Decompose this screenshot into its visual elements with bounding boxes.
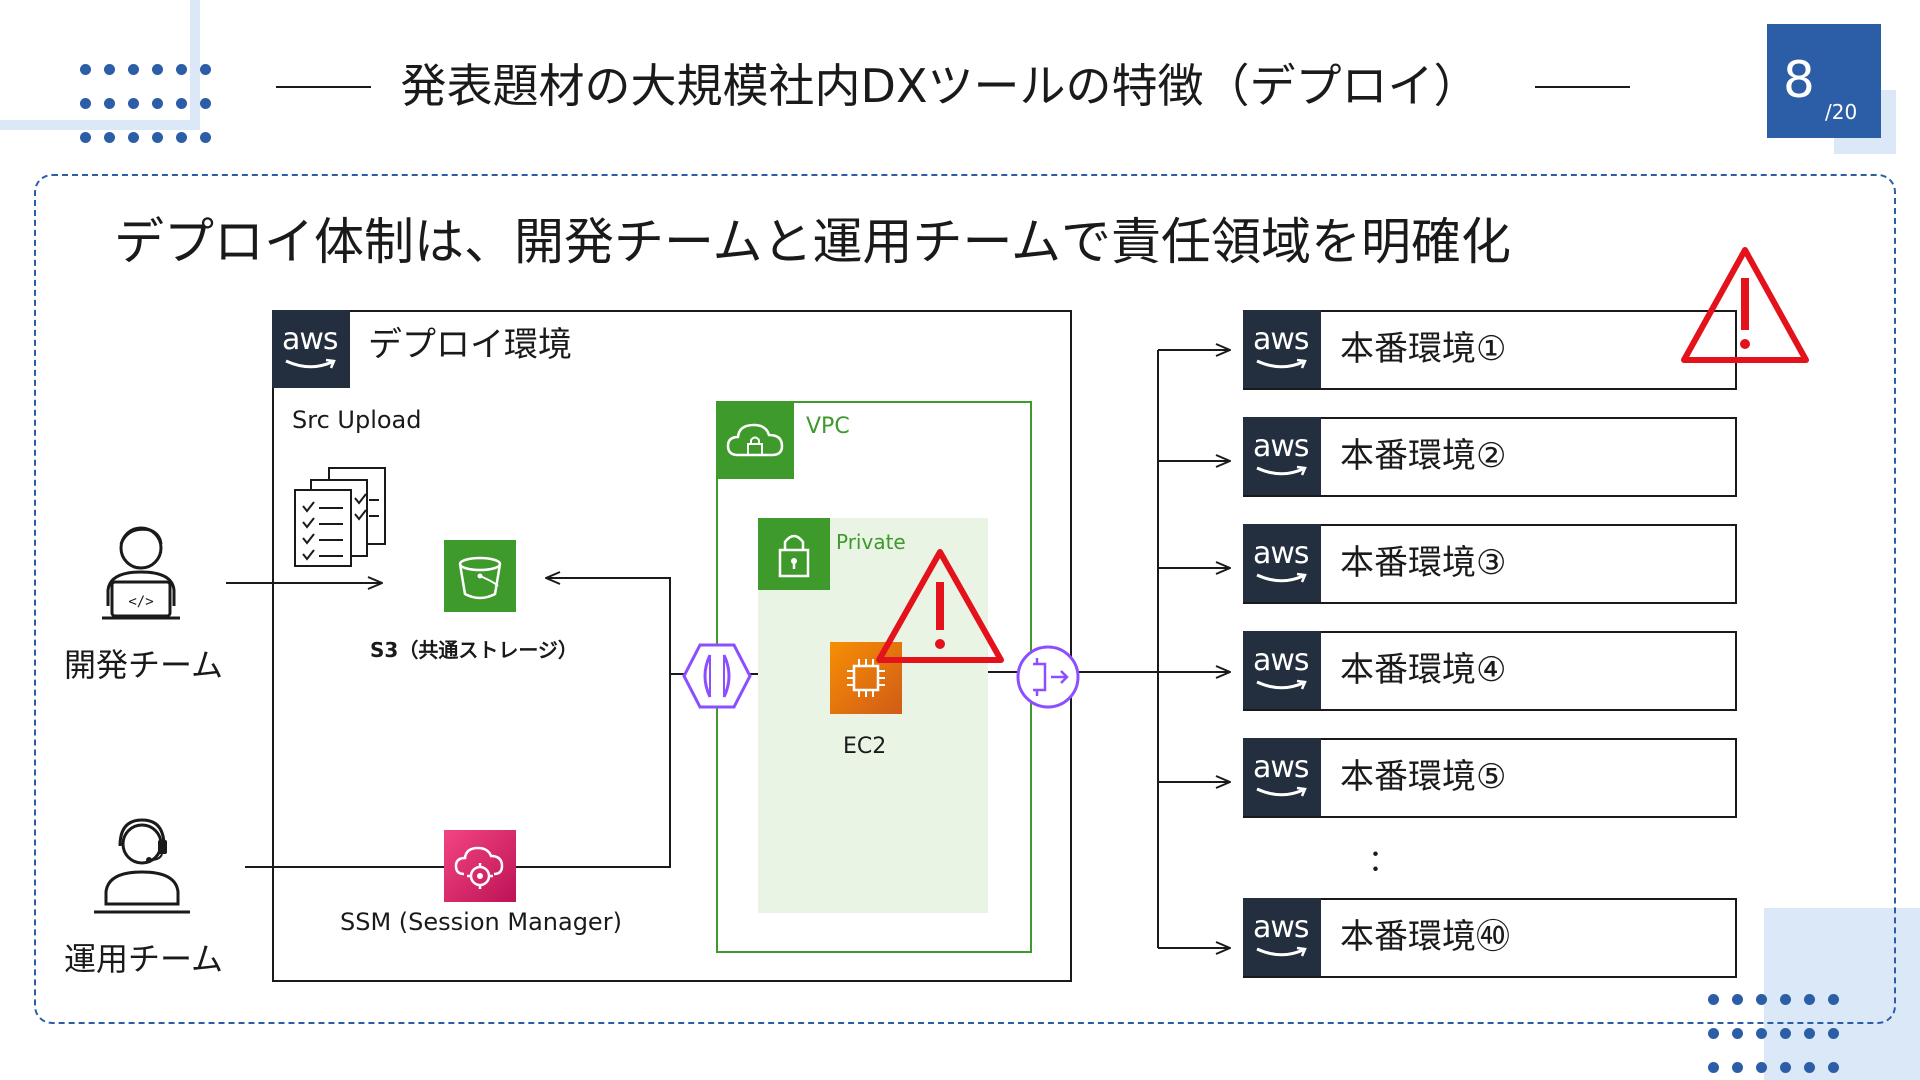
ssm-label: SSM (Session Manager) bbox=[340, 908, 622, 936]
deploy-environment-group bbox=[272, 310, 1072, 982]
ellipsis: ： bbox=[1368, 844, 1398, 879]
production-env-label: 本番環境㊵ bbox=[1340, 917, 1510, 957]
warning-icon-ec2 bbox=[876, 549, 1004, 663]
production-env-label: 本番環境③ bbox=[1340, 543, 1507, 583]
production-env-label: 本番環境④ bbox=[1340, 650, 1507, 690]
aws-logo: aws bbox=[1243, 310, 1321, 388]
ssm-icon bbox=[444, 830, 516, 902]
aws-smile-icon bbox=[285, 358, 336, 369]
production-env-5: aws 本番環境⑤ bbox=[1243, 738, 1737, 818]
ops-team-label: 運用チーム bbox=[64, 940, 224, 978]
developer-icon: </> bbox=[102, 526, 180, 620]
nat-gateway-icon bbox=[1016, 645, 1080, 709]
aws-logo: aws bbox=[1243, 417, 1321, 495]
aws-logo: aws bbox=[1243, 524, 1321, 602]
production-env-4: aws 本番環境④ bbox=[1243, 631, 1737, 711]
aws-logo: aws bbox=[1243, 738, 1321, 816]
decor-square-top-left bbox=[0, 0, 200, 130]
operator-icon bbox=[94, 818, 190, 914]
production-env-label: 本番環境② bbox=[1340, 436, 1507, 476]
aws-logo-deploy: aws bbox=[272, 310, 350, 388]
warning-icon-production bbox=[1681, 247, 1809, 363]
ec2-label: EC2 bbox=[843, 734, 887, 759]
svg-text:</>: </> bbox=[128, 594, 153, 610]
production-env-40: aws 本番環境㊵ bbox=[1243, 898, 1737, 978]
production-env-1: aws 本番環境① bbox=[1243, 310, 1737, 390]
production-env-label: 本番環境⑤ bbox=[1340, 757, 1507, 797]
page-number: 8 bbox=[1783, 51, 1815, 109]
production-env-label: 本番環境① bbox=[1340, 329, 1507, 369]
vpc-cloud-lock-icon bbox=[716, 401, 794, 479]
decor-dots-top-left bbox=[80, 64, 211, 143]
title-rule-right bbox=[1535, 86, 1630, 88]
checklist-icon bbox=[294, 467, 386, 567]
title-rule-left bbox=[276, 86, 371, 88]
dev-team-label: 開発チーム bbox=[64, 646, 224, 684]
vpc-label: VPC bbox=[806, 414, 850, 439]
s3-label: S3（共通ストレージ） bbox=[370, 638, 578, 662]
private-label: Private bbox=[836, 530, 906, 554]
vpc-endpoint-icon bbox=[682, 643, 752, 709]
slide-subtitle: デプロイ体制は、開発チームと運用チームで責任領域を明確化 bbox=[114, 213, 1511, 271]
deploy-env-title: デプロイ環境 bbox=[368, 325, 572, 365]
aws-logo: aws bbox=[1243, 631, 1321, 709]
content-frame bbox=[34, 174, 1896, 1024]
production-env-2: aws 本番環境② bbox=[1243, 417, 1737, 497]
aws-logo: aws bbox=[1243, 898, 1321, 976]
ec2-chip-icon bbox=[830, 642, 902, 714]
src-upload-label: Src Upload bbox=[292, 406, 422, 434]
s3-bucket-icon bbox=[444, 540, 516, 612]
slide-title: 発表題材の大規模社内DXツールの特徴（デプロイ） bbox=[400, 59, 1480, 113]
production-env-3: aws 本番環境③ bbox=[1243, 524, 1737, 604]
private-subnet-lock-icon bbox=[758, 518, 830, 590]
page-total: /20 bbox=[1825, 100, 1858, 124]
decor-dots-bottom-right bbox=[1708, 994, 1839, 1073]
page-indicator: 8 /20 bbox=[1767, 24, 1881, 138]
